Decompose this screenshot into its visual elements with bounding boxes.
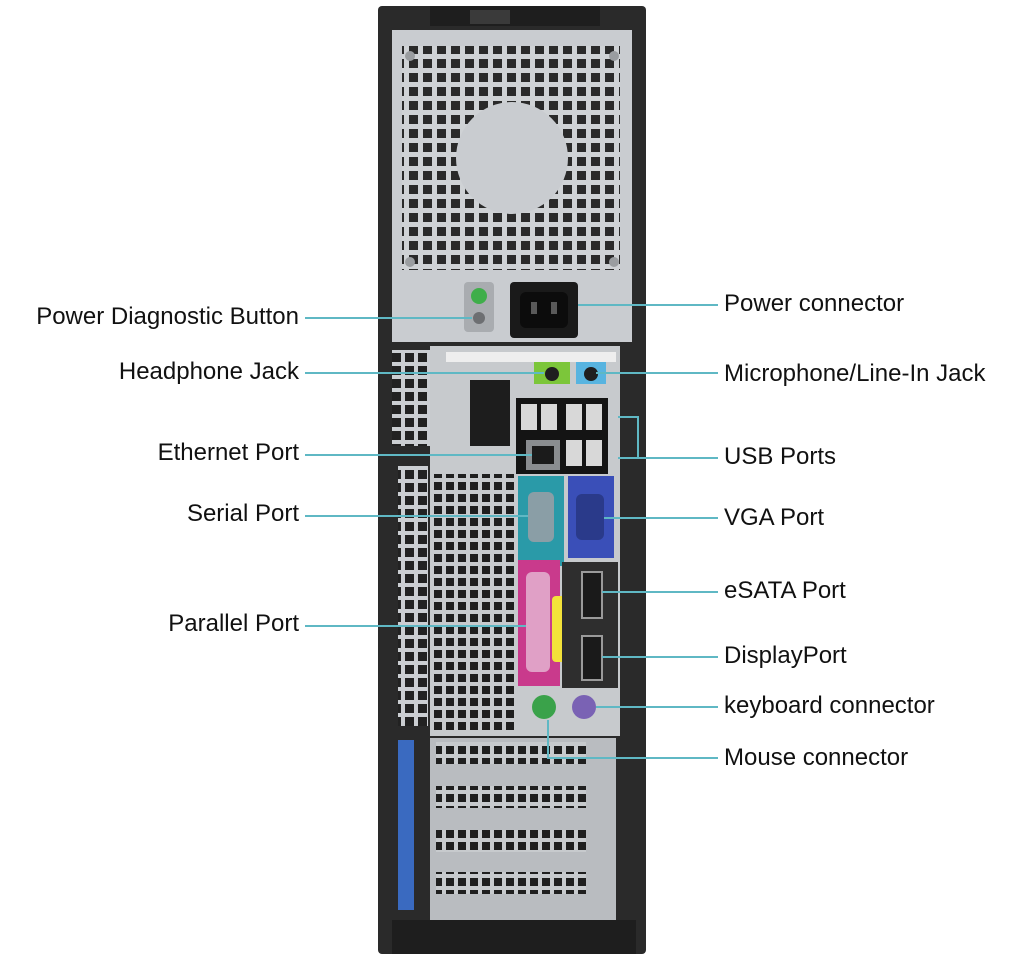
- psu-screw: [609, 257, 619, 267]
- psu-screw: [405, 257, 415, 267]
- power-diagnostic-button: [471, 288, 487, 304]
- expansion-slot: [436, 742, 586, 764]
- label-displayport: DisplayPort: [724, 642, 847, 669]
- headphone-jack: [545, 367, 559, 381]
- usb-port: [541, 404, 557, 430]
- case-top-bar: [430, 6, 600, 26]
- esata-port: [581, 571, 603, 619]
- io-vent-block: [432, 474, 516, 734]
- psu-fan-hub: [456, 102, 568, 214]
- leader-line-mouse-connector: [547, 720, 718, 759]
- expansion-slot: [436, 786, 586, 808]
- expansion-slot: [436, 830, 586, 852]
- leader-lines-left: [305, 317, 544, 627]
- label-power-connector: Power connector: [724, 290, 905, 317]
- serial-port: [528, 492, 554, 542]
- leader-lines-right: [547, 304, 718, 759]
- side-vent-lower: [398, 466, 428, 726]
- label-vga-port: VGA Port: [724, 504, 825, 531]
- power-connector-socket: [520, 292, 568, 328]
- label-parallel-port: Parallel Port: [168, 610, 299, 637]
- usb-port: [586, 440, 602, 466]
- usb-port: [566, 404, 582, 430]
- psu-screw: [405, 51, 415, 61]
- power-diagnostic-led: [473, 312, 485, 324]
- usb-port: [586, 404, 602, 430]
- psu-screw: [609, 51, 619, 61]
- label-microphone-line-in-jack: Microphone/Line-In Jack: [724, 360, 986, 387]
- usb-port: [521, 404, 537, 430]
- displayport-port: [581, 635, 603, 681]
- label-power-diagnostic-button: Power Diagnostic Button: [36, 303, 299, 330]
- microphone-jack: [584, 367, 598, 381]
- mouse-ps2-port: [532, 695, 556, 719]
- slot-clip-strip: [398, 740, 414, 910]
- parallel-port: [526, 572, 550, 672]
- label-esata-port: eSATA Port: [724, 577, 846, 604]
- expansion-slot: [436, 872, 586, 894]
- serial-label-strip: [446, 352, 616, 362]
- vga-port: [576, 494, 604, 540]
- label-usb-ports: USB Ports: [724, 443, 837, 470]
- keyboard-ps2-port: [572, 695, 596, 719]
- label-keyboard-connector: keyboard connector: [724, 692, 935, 719]
- case-latch: [470, 10, 510, 24]
- leader-line-usb-ports: [618, 416, 718, 459]
- case-bottom-foot: [392, 920, 636, 954]
- label-ethernet-port: Ethernet Port: [157, 439, 299, 466]
- label-serial-port: Serial Port: [186, 500, 299, 527]
- io-dark-block: [470, 380, 510, 446]
- label-mouse-connector: Mouse connector: [724, 744, 909, 771]
- label-headphone-jack: Headphone Jack: [118, 358, 299, 385]
- usb-port: [566, 440, 582, 466]
